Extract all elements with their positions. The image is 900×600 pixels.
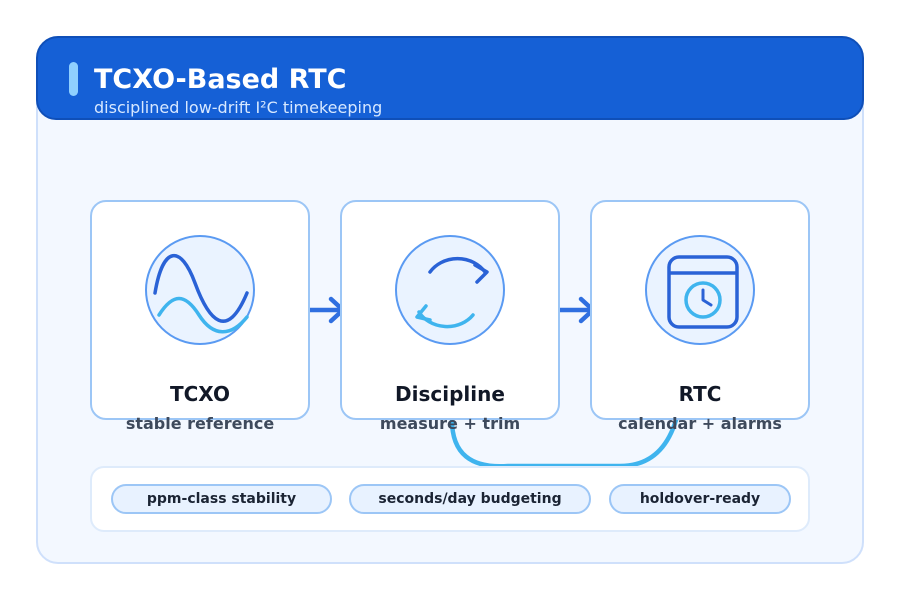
stage-icon-circle (145, 235, 255, 345)
stage-title: RTC (678, 382, 722, 406)
arrow-discipline-to-rtc (557, 296, 596, 324)
stage-card-discipline: Discipline (340, 200, 560, 420)
feature-pill-stability: ppm-class stability (111, 484, 332, 514)
refresh-cycle-icon (415, 256, 489, 329)
page-subtitle: disciplined low-drift I²C timekeeping (94, 98, 383, 117)
header-accent-bar (69, 62, 78, 96)
stage-icon-circle (645, 235, 755, 345)
header-banner: TCXO-Based RTC disciplined low-drift I²C… (36, 36, 864, 120)
calendar-clock-icon (667, 255, 739, 329)
stage-title: TCXO (169, 382, 231, 406)
feature-pill-budgeting: seconds/day budgeting (349, 484, 591, 514)
stage-card-rtc: RTC (590, 200, 810, 420)
page-title: TCXO-Based RTC (94, 64, 347, 95)
stage-card-tcxo: TCXO (90, 200, 310, 420)
stage-title: Discipline (395, 382, 505, 406)
feature-pill-holdover: holdover-ready (609, 484, 791, 514)
arrow-tcxo-to-discipline (307, 296, 346, 324)
stage-subtitle-discipline: measure + trim (379, 414, 521, 433)
sine-wave-icon (153, 253, 249, 334)
stage-subtitle-tcxo: stable reference (125, 414, 275, 433)
stage-subtitle-rtc: calendar + alarms (618, 414, 782, 433)
stage-icon-circle (395, 235, 505, 345)
